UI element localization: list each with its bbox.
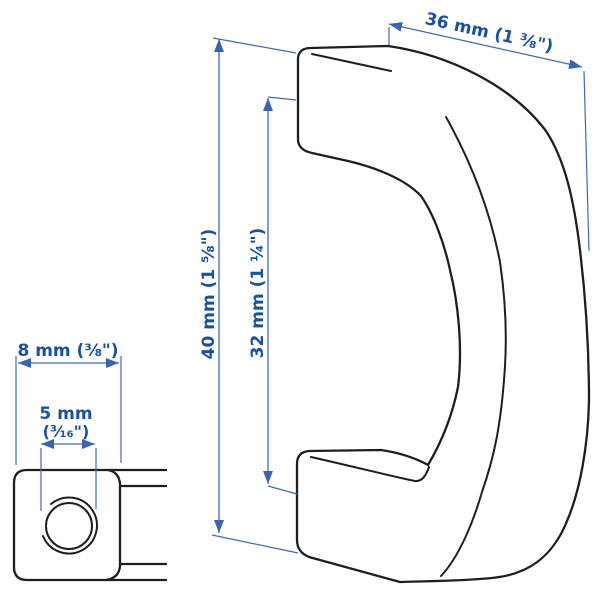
dimension-annotations: 36 mm (1 ⅜") 40 mm (1 ⅝") 32 mm (1 ¼") 8… (15, 9, 590, 554)
dimension-40mm-extension-top (212, 37, 297, 54)
dimension-label-5mm-value: 5 mm (39, 404, 92, 424)
dimension-40mm: 40 mm (1 ⅝") (199, 37, 299, 554)
section-foot-outline (12, 468, 168, 582)
dimension-label-8mm: 8 mm (⅜") (17, 341, 118, 361)
dimension-8mm: 8 mm (⅜") (15, 341, 122, 465)
handle-perspective-view (295, 44, 591, 584)
dimension-36mm-line (388, 21, 583, 70)
screw-hole-circle (45, 502, 93, 550)
cross-section-view (12, 468, 168, 582)
handle-outline (295, 44, 591, 584)
dimension-32mm-extension-bottom (267, 485, 298, 495)
handle-top-edge-line (311, 53, 392, 72)
handle-foot-front-edge-line (310, 456, 430, 483)
dimension-label-5mm-fraction: (³⁄₁₆") (43, 422, 90, 441)
screw-hole-counterbore-arc (42, 496, 98, 555)
dimension-label-36mm: 36 mm (1 ⅜") (423, 9, 555, 57)
section-foot-right-edge (104, 468, 122, 582)
handle-inner-edge-line (440, 116, 507, 577)
dimension-32mm: 32 mm (1 ¼") (248, 96, 298, 495)
dimension-5mm: 5 mm (³⁄₁₆") (39, 404, 97, 511)
dimension-label-40mm: 40 mm (1 ⅝") (199, 229, 219, 360)
dimension-label-32mm: 32 mm (1 ¼") (248, 228, 268, 359)
dimension-36mm-extension-right (583, 70, 590, 252)
dimension-32mm-extension-top (267, 96, 297, 101)
dimension-40mm-extension-bottom (211, 534, 299, 554)
